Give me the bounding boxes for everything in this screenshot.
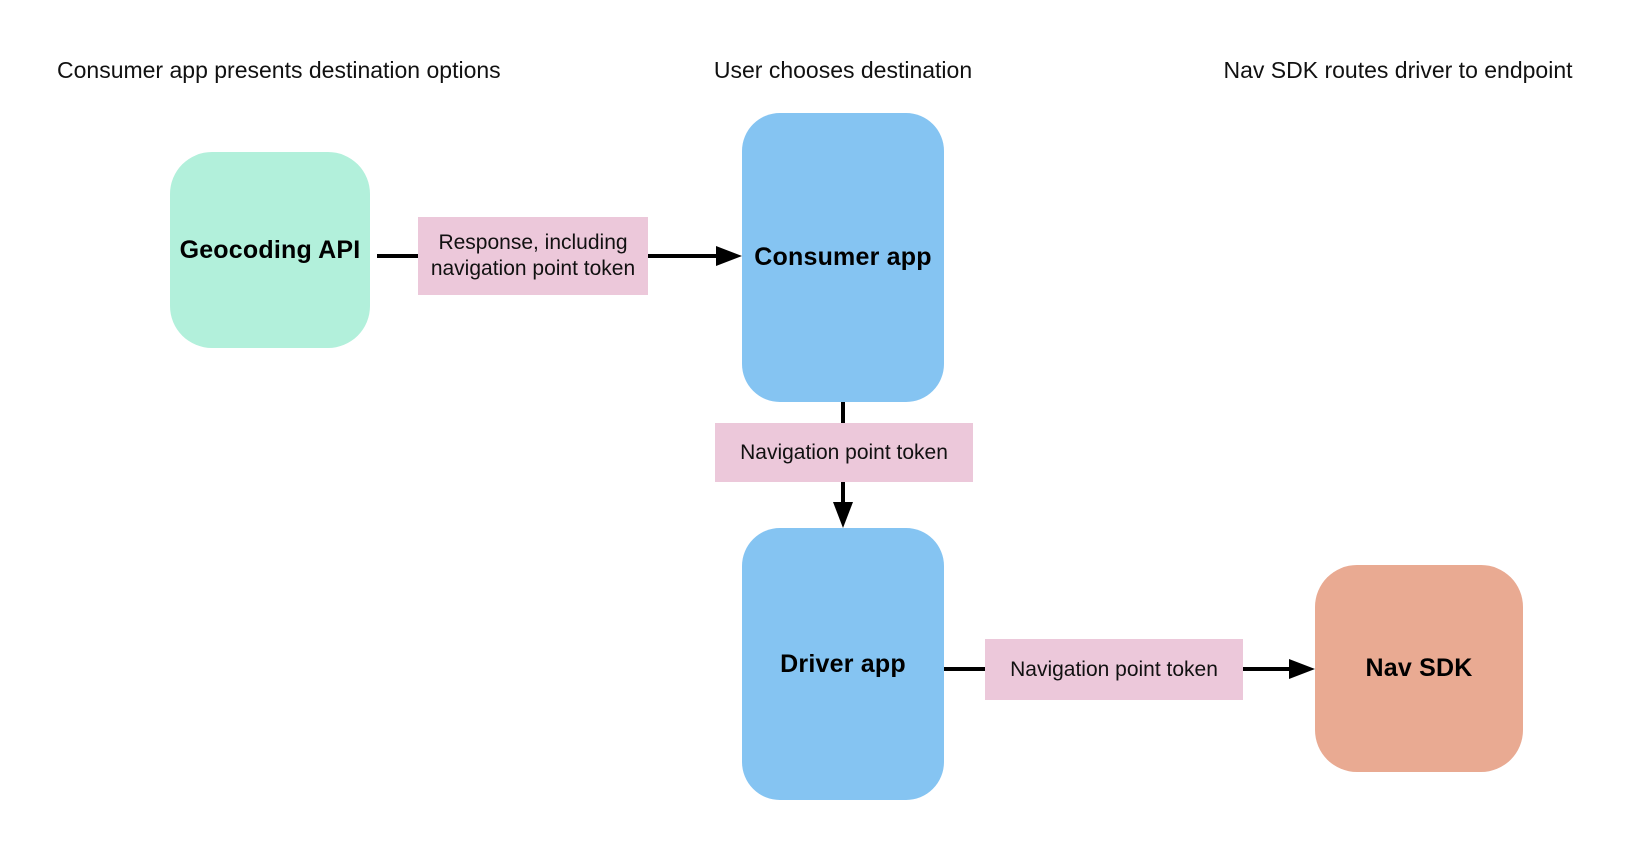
node-driver-app-label: Driver app xyxy=(780,649,906,678)
node-nav-sdk: Nav SDK xyxy=(1315,565,1523,772)
node-consumer-app-label: Consumer app xyxy=(754,243,932,271)
node-consumer-app: Consumer app xyxy=(742,113,944,402)
edge-label-navigation-point-token-2: Navigation point token xyxy=(985,639,1243,700)
column-header-user-chooses: User chooses destination xyxy=(713,57,973,83)
node-geocoding-api: Geocoding API xyxy=(170,152,370,348)
node-driver-app: Driver app xyxy=(742,528,944,800)
edge-label-navigation-point-token-1: Navigation point token xyxy=(715,423,973,482)
edge-label-response-including-token: Response, including navigation point tok… xyxy=(418,217,648,295)
column-header-navsdk-routes: Nav SDK routes driver to endpoint xyxy=(1223,57,1573,83)
node-nav-sdk-label: Nav SDK xyxy=(1365,654,1473,682)
node-geocoding-api-label: Geocoding API xyxy=(179,235,361,264)
column-header-consumer-presents: Consumer app presents destination option… xyxy=(57,57,501,83)
